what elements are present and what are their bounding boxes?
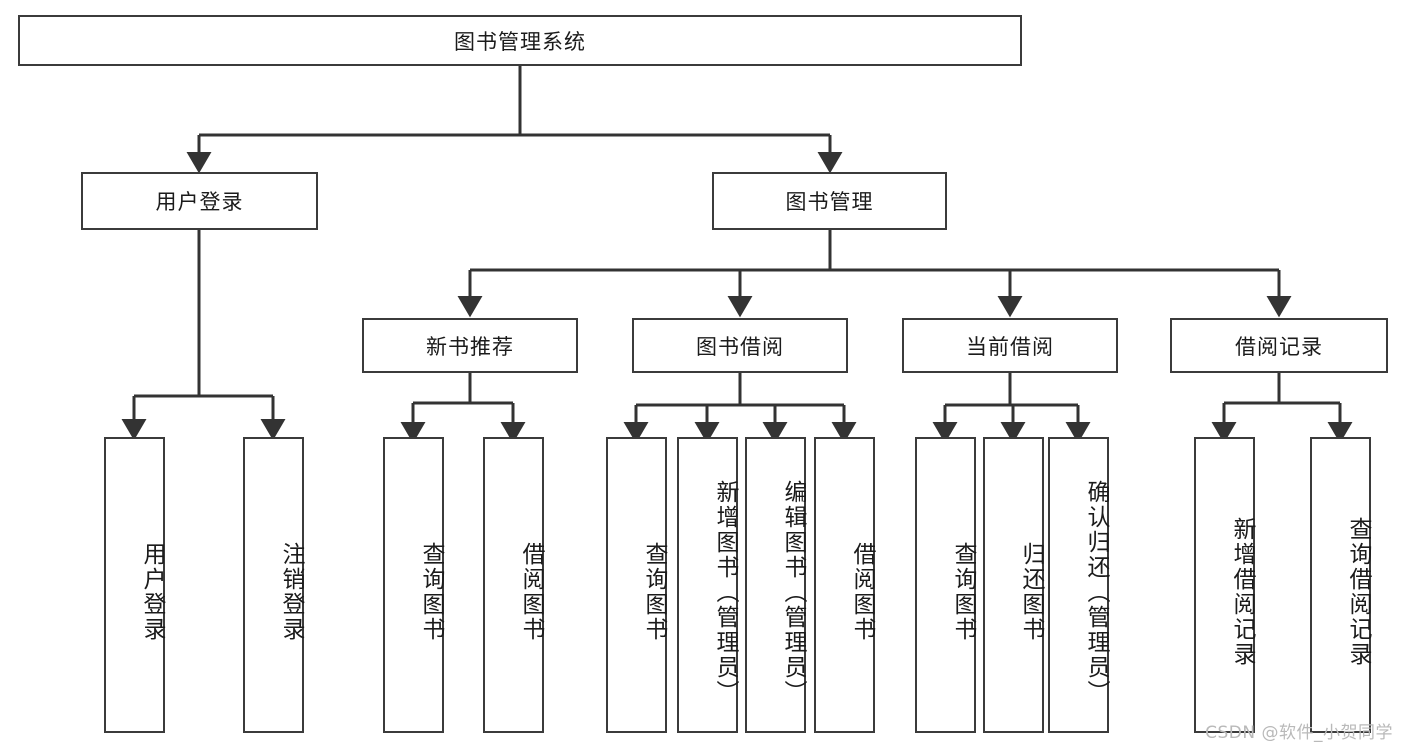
leaf-record-add-record[interactable]: 新增借阅记录	[1194, 437, 1255, 733]
node-root-system[interactable]: 图书管理系统	[18, 15, 1022, 66]
node-label: 注销登录	[278, 542, 304, 642]
node-borrow-record[interactable]: 借阅记录	[1170, 318, 1388, 373]
node-label: 确认归还（管理员）	[1083, 479, 1109, 705]
node-label: 新书推荐	[426, 334, 514, 359]
node-label: 图书管理	[785, 190, 874, 214]
leaf-borrow-edit-book-admin[interactable]: 编辑图书（管理员）	[745, 437, 806, 733]
leaf-new-book-borrow[interactable]: 借阅图书	[483, 437, 544, 733]
leaf-new-book-query[interactable]: 查询图书	[383, 437, 444, 733]
leaf-borrow-add-book-admin[interactable]: 新增图书（管理员）	[677, 437, 738, 733]
node-label: 用户登录	[155, 190, 244, 214]
leaf-current-query-book[interactable]: 查询图书	[915, 437, 976, 733]
leaf-current-confirm-return-admin[interactable]: 确认归还（管理员）	[1048, 437, 1109, 733]
node-label: 借阅记录	[1235, 334, 1323, 359]
node-label: 查询图书	[641, 542, 667, 642]
node-user-login[interactable]: 用户登录	[81, 172, 318, 230]
node-book-management[interactable]: 图书管理	[712, 172, 947, 230]
node-new-book-recommend[interactable]: 新书推荐	[362, 318, 578, 373]
node-label: 新增借阅记录	[1229, 517, 1255, 667]
leaf-record-query-record[interactable]: 查询借阅记录	[1310, 437, 1371, 733]
node-book-borrow[interactable]: 图书借阅	[632, 318, 848, 373]
node-label: 借阅图书	[849, 542, 875, 642]
leaf-current-return-book[interactable]: 归还图书	[983, 437, 1044, 733]
node-label: 借阅图书	[518, 542, 544, 642]
watermark-text: CSDN @软件_小贺同学	[1205, 723, 1393, 743]
leaf-user-login-login[interactable]: 用户登录	[104, 437, 165, 733]
node-label: 查询图书	[418, 542, 444, 642]
node-current-borrow[interactable]: 当前借阅	[902, 318, 1118, 373]
node-label: 用户登录	[139, 542, 165, 642]
node-label: 图书管理系统	[454, 29, 586, 54]
node-label: 查询借阅记录	[1345, 517, 1371, 667]
leaf-user-login-logout[interactable]: 注销登录	[243, 437, 304, 733]
leaf-borrow-borrow-book[interactable]: 借阅图书	[814, 437, 875, 733]
node-label: 归还图书	[1018, 542, 1044, 642]
leaf-borrow-query-book[interactable]: 查询图书	[606, 437, 667, 733]
node-label: 图书借阅	[696, 334, 784, 359]
node-label: 当前借阅	[966, 334, 1054, 359]
node-label: 新增图书（管理员）	[712, 479, 738, 705]
node-label: 编辑图书（管理员）	[780, 479, 806, 705]
node-label: 查询图书	[950, 542, 976, 642]
